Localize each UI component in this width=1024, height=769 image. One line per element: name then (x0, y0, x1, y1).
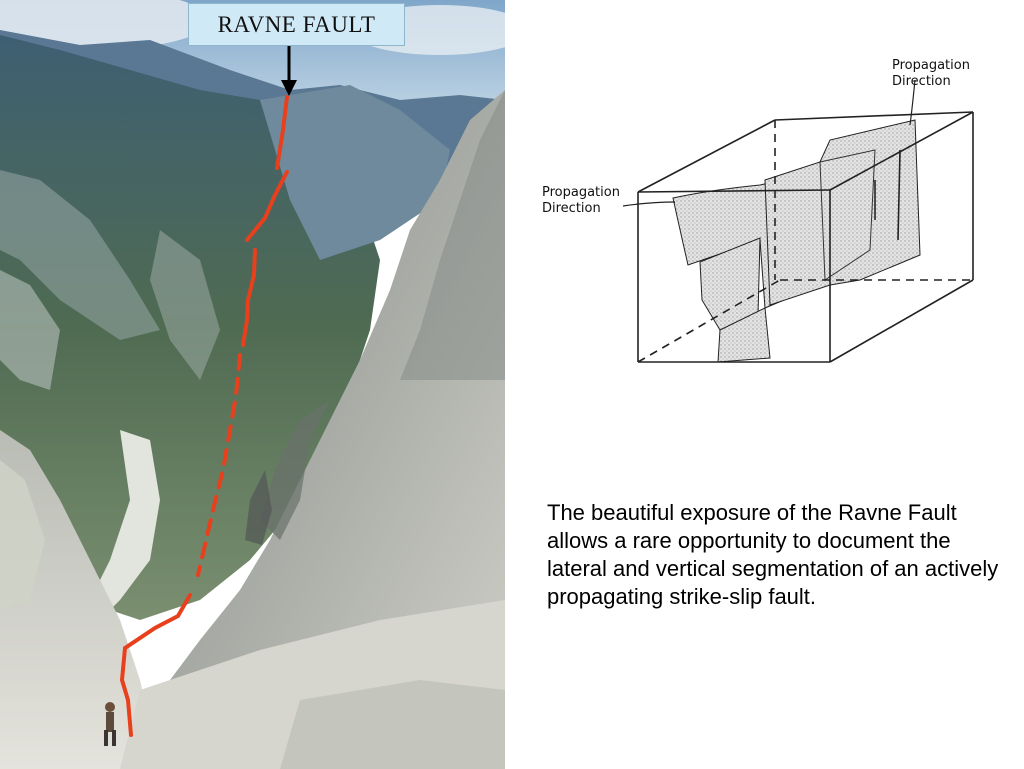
block-diagram: Propagation Direction Propagation Direct… (520, 40, 1000, 380)
right-cliff (160, 90, 505, 769)
fault-photograph (0, 0, 505, 769)
propagation-label-left-line2: Direction (542, 201, 601, 216)
far-peak (260, 85, 450, 260)
cloud (0, 0, 210, 50)
propagation-label-left: Propagation Direction (542, 185, 620, 217)
propagation-label-top-line1: Propagation (892, 58, 970, 73)
propagation-label-top: Propagation Direction (892, 58, 970, 90)
fault-block-diagram (622, 79, 974, 363)
mountain-scene (0, 0, 505, 769)
propagation-label-top-line2: Direction (892, 74, 951, 89)
fault-label: RAVNE FAULT (188, 3, 405, 46)
caption-text: The beautiful exposure of the Ravne Faul… (547, 500, 999, 609)
river-bed (85, 430, 160, 620)
left-scree (0, 430, 160, 769)
fault-arrow (281, 46, 297, 96)
hiker-figure (104, 702, 116, 746)
propagation-label-left-line1: Propagation (542, 185, 620, 200)
fault-trace (119, 95, 289, 737)
